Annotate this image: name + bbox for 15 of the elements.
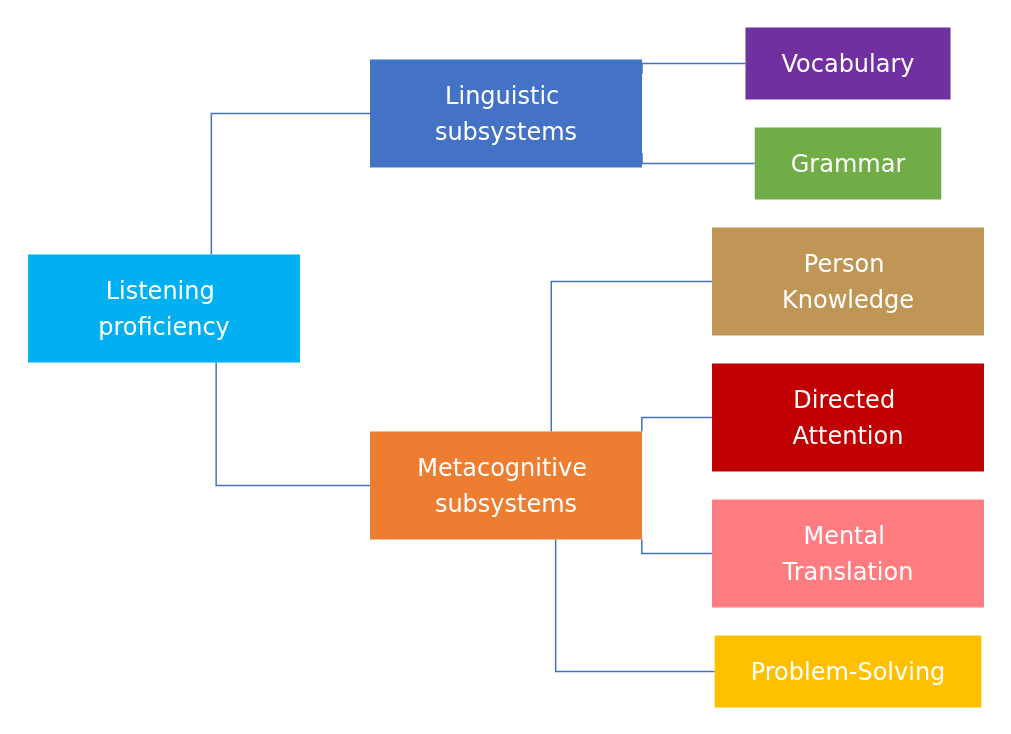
connector xyxy=(550,280,713,432)
node-box: Metacognitive subsystems xyxy=(369,431,642,539)
node-box: Directed Attention xyxy=(711,363,984,471)
connector xyxy=(640,538,713,554)
node-box: Mental Translation xyxy=(711,499,984,607)
node-box: Listening proficiency xyxy=(27,254,300,362)
node-box: Person Knowledge xyxy=(711,227,984,335)
connector xyxy=(210,112,371,255)
connector xyxy=(640,416,713,432)
node-box: Vocabulary xyxy=(745,27,950,99)
node-box: Grammar xyxy=(754,127,941,199)
connector xyxy=(554,538,715,672)
node-box: Linguistic subsystems xyxy=(369,59,642,167)
node-box: Problem-Solving xyxy=(714,635,981,707)
connector xyxy=(214,361,371,486)
